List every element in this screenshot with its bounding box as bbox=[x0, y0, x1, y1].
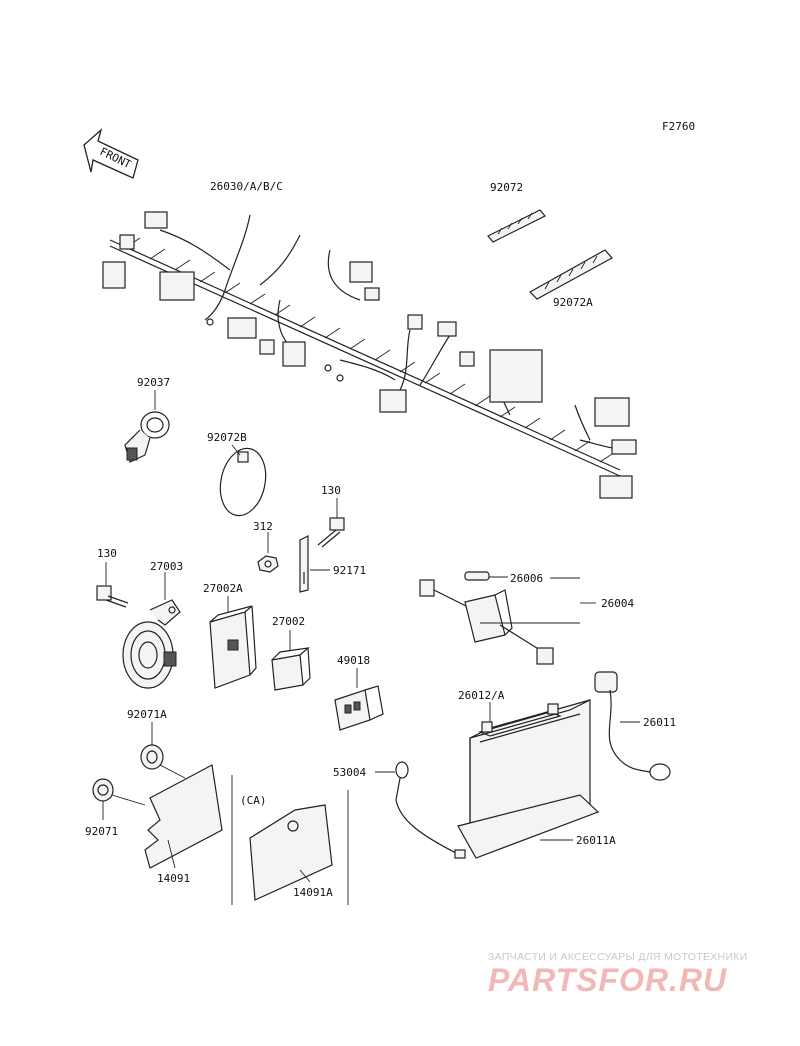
label-cover-14091: 14091 bbox=[157, 872, 190, 885]
label-relay-27002a: 27002A bbox=[203, 582, 243, 595]
label-nut-312: 312 bbox=[253, 520, 273, 533]
label-clamp-92037: 92037 bbox=[137, 376, 170, 389]
band-92072a[interactable] bbox=[529, 249, 613, 300]
fuse-holder-26004[interactable] bbox=[419, 579, 596, 665]
clamp-92037[interactable] bbox=[124, 390, 170, 463]
pad-53004[interactable] bbox=[457, 794, 600, 859]
bracket-92171[interactable] bbox=[299, 535, 330, 593]
label-fuse-26006: 26006 bbox=[510, 572, 543, 585]
watermark-tagline: ЗАПЧАСТИ И АКСЕССУАРЫ ДЛЯ МОТОТЕХНИКИ bbox=[488, 951, 748, 963]
label-band-92072a: 92072A bbox=[553, 296, 593, 309]
variant-label: (CA) bbox=[240, 794, 267, 807]
label-horn-27003: 27003 bbox=[150, 560, 183, 573]
connector-49018[interactable] bbox=[334, 668, 384, 731]
label-bolt-130-lower: 130 bbox=[97, 547, 117, 560]
bolt-130-lower[interactable] bbox=[96, 562, 129, 608]
figure-id: F2760 bbox=[662, 120, 695, 133]
label-lead-26011a: 26011 bbox=[643, 716, 676, 729]
lead-26011a[interactable] bbox=[594, 671, 671, 781]
label-bolt-130-upper: 130 bbox=[321, 484, 341, 497]
fuse-26006[interactable] bbox=[464, 571, 580, 581]
watermark-logo: PARTSFOR.RU bbox=[488, 962, 728, 998]
nut-312[interactable] bbox=[257, 532, 279, 573]
band-92072b[interactable] bbox=[214, 444, 271, 520]
horn-27003[interactable] bbox=[122, 572, 181, 689]
label-connector-49018: 49018 bbox=[337, 654, 370, 667]
relay-27002[interactable] bbox=[271, 630, 311, 691]
label-band-92072b: 92072B bbox=[207, 431, 247, 444]
relay-27002a[interactable] bbox=[209, 596, 257, 689]
cover-14091a[interactable] bbox=[249, 804, 333, 901]
label-cover-14091a: 14091A bbox=[293, 886, 333, 899]
label-bracket-92171: 92171 bbox=[333, 564, 366, 577]
bolt-130-upper[interactable] bbox=[317, 498, 345, 548]
label-lead-26011: 53004 bbox=[333, 766, 366, 779]
label-battery-26012a: 26012/A bbox=[458, 689, 505, 702]
label-fuse-holder-26004: 26004 bbox=[601, 597, 634, 610]
label-band-92072: 92072 bbox=[490, 181, 523, 194]
wire-harness[interactable] bbox=[102, 211, 637, 499]
grommet-92071[interactable] bbox=[92, 778, 146, 820]
band-92072[interactable] bbox=[487, 209, 546, 243]
cover-14091[interactable] bbox=[144, 764, 223, 869]
label-relay-27002: 27002 bbox=[272, 615, 305, 628]
front-arrow-icon: FRONT bbox=[83, 128, 139, 179]
label-pad-53004: 26011A bbox=[576, 834, 616, 847]
grommet-92071a[interactable] bbox=[140, 722, 186, 779]
label-wire-harness: 26030/A/B/C bbox=[210, 180, 283, 193]
lead-26011[interactable] bbox=[375, 761, 466, 859]
label-grommet-92071: 92071 bbox=[85, 825, 118, 838]
label-grommet-92071a: 92071A bbox=[127, 708, 167, 721]
